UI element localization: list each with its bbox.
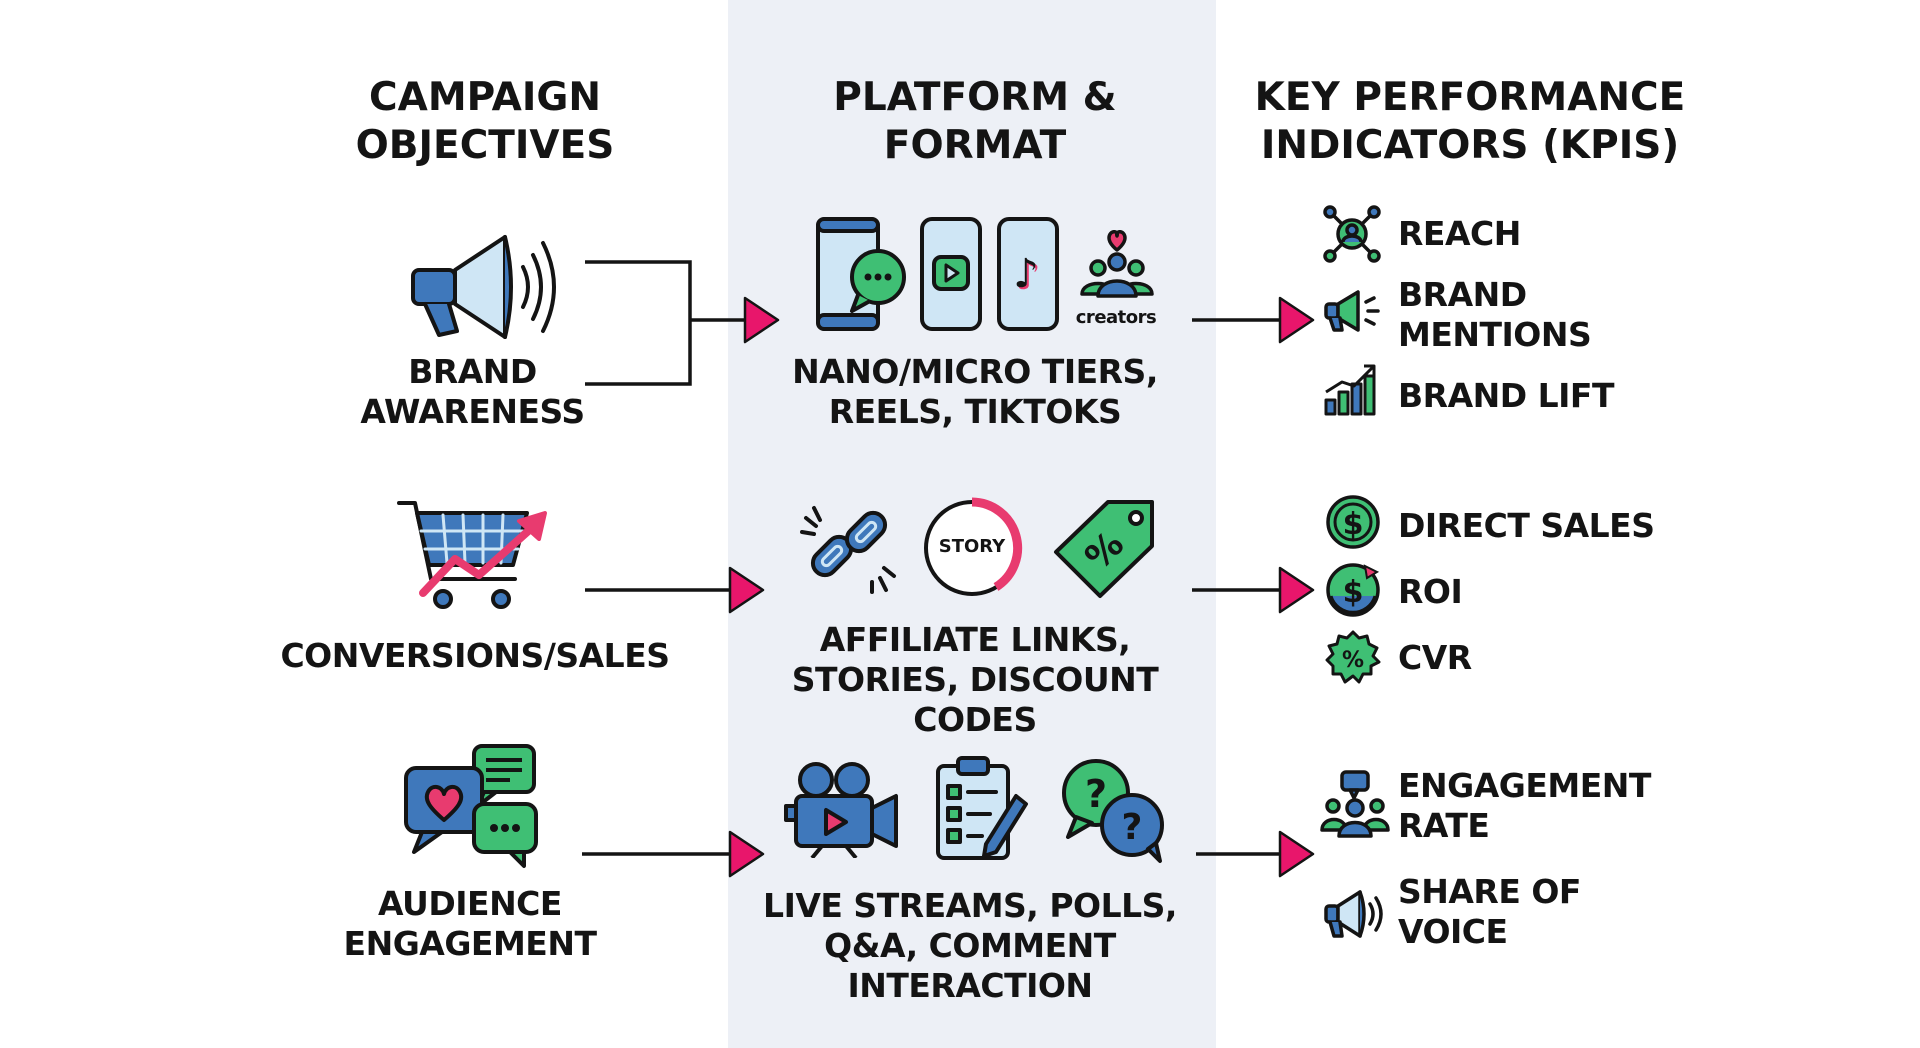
bar-chart-icon	[1324, 364, 1376, 416]
chain-link-icon	[800, 506, 896, 594]
video-camera-icon	[784, 762, 898, 858]
objective-audience-engagement: AUDIENCE ENGAGEMENT	[343, 884, 597, 963]
arrow-head	[728, 830, 765, 878]
discount-tag-icon: %	[1054, 500, 1154, 598]
svg-text:$: $	[1343, 507, 1364, 542]
clipboard-poll-icon	[936, 756, 1028, 860]
svg-text:♪: ♪	[1015, 253, 1041, 299]
creators-icon	[1080, 230, 1154, 298]
cart-growth-icon	[397, 501, 547, 609]
kpi-roi: ROI	[1398, 572, 1463, 611]
arrow-head	[1278, 296, 1315, 344]
kpi-share-of-voice: SHARE OF VOICE	[1398, 872, 1581, 951]
arrow-head	[728, 566, 765, 614]
phone-tiktok-icon: ♪ ♪	[997, 217, 1059, 331]
percent-badge-icon: %	[1325, 630, 1381, 684]
dollar-cycle-icon: $	[1326, 563, 1380, 617]
megaphone-icon	[411, 235, 556, 339]
svg-text:?: ?	[1122, 807, 1143, 848]
story-ring-icon	[924, 497, 1023, 596]
arrow-head	[1278, 566, 1315, 614]
phone-reels-icon	[920, 217, 982, 331]
chat-bubbles-icon	[404, 744, 538, 868]
objective-brand-awareness: BRAND AWARENESS	[360, 352, 585, 431]
objectives-column-title: CAMPAIGN OBJECTIVES	[355, 75, 615, 168]
svg-text:♪: ♪	[1013, 251, 1039, 297]
network-icon	[1323, 205, 1381, 263]
kpi-reach: REACH	[1398, 214, 1521, 253]
objective-conversions-sales: CONVERSIONS/SALES	[280, 636, 670, 675]
phone-chat-icon	[816, 217, 906, 331]
creators-label: creators	[1075, 307, 1157, 328]
formats-row-1: NANO/MICRO TIERS, REELS, TIKTOKS	[792, 352, 1158, 431]
arrow-head	[743, 296, 780, 344]
megaphone-small-icon	[1324, 290, 1380, 332]
dollar-coin-icon: $	[1326, 495, 1380, 549]
svg-text:?: ?	[1085, 772, 1107, 816]
formats-row-3: LIVE STREAMS, POLLS, Q&A, COMMENT INTERA…	[763, 886, 1177, 1005]
arrow-head	[1278, 830, 1315, 878]
question-bubbles-icon: ? ?	[1062, 759, 1164, 863]
svg-text:%: %	[1342, 648, 1364, 673]
kpi-brand-mentions: BRAND MENTIONS	[1398, 275, 1592, 354]
platform-column-title: PLATFORM & FORMAT	[833, 75, 1117, 168]
kpis-column-title: KEY PERFORMANCE INDICATORS (KPIs)	[1254, 75, 1686, 168]
kpi-engagement-rate: ENGAGEMENT RATE	[1398, 766, 1651, 845]
kpi-direct-sales: DIRECT SALES	[1398, 506, 1655, 545]
kpi-cvr: CVR	[1398, 638, 1472, 677]
group-chat-icon	[1320, 770, 1390, 838]
megaphone-small-icon	[1324, 890, 1383, 938]
svg-text:$: $	[1343, 575, 1364, 610]
story-label: STORY	[938, 536, 1006, 557]
formats-row-2: AFFILIATE LINKS, STORIES, DISCOUNT CODES	[791, 620, 1159, 739]
kpi-brand-lift: BRAND LIFT	[1398, 376, 1614, 415]
